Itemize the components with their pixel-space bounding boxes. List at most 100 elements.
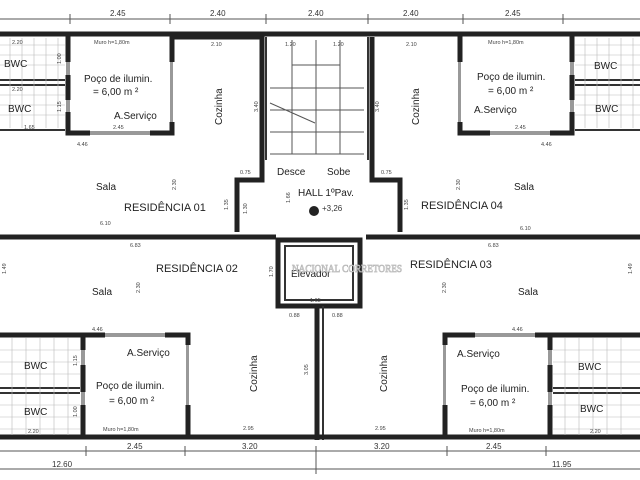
dim-label: 2.40 <box>308 9 324 18</box>
room-label-cozinha: Cozinha <box>379 355 390 392</box>
dim-label: 1.15 <box>57 101 63 112</box>
dim-label: 2.45 <box>505 9 521 18</box>
dim-label: 1.20 <box>333 42 344 48</box>
dim-label: 2.20 <box>28 429 39 435</box>
stair-up-label: Sobe <box>327 167 351 178</box>
room-label-servico: A.Serviço <box>474 105 517 116</box>
residence-name: RESIDÊNCIA 02 <box>156 262 238 275</box>
walls <box>0 31 640 440</box>
dim-label: 3.20 <box>242 442 258 451</box>
room-label-bwc: BWC <box>580 404 603 415</box>
rotated-dimensions: 2.30 2.30 2.30 2.30 3.40 3.40 1.35 1.35 … <box>2 53 634 417</box>
dim-label: 2.10 <box>406 42 417 48</box>
room-label-cozinha: Cozinha <box>214 88 225 125</box>
dim-label: 3.40 <box>254 101 260 112</box>
residence-02: RESIDÊNCIA 02 Sala A.Serviço Poço de ilu… <box>24 262 260 433</box>
dim-label: 2.95 <box>243 426 254 432</box>
dim-label: 1.35 <box>404 199 410 210</box>
dim-label: 1.49 <box>628 263 634 274</box>
residence-name: RESIDÊNCIA 01 <box>124 201 206 214</box>
dim-label: 2.95 <box>375 426 386 432</box>
dim-label: 0.75 <box>240 170 251 176</box>
dim-label: 2.30 <box>442 282 448 293</box>
dim-label: 1.20 <box>285 42 296 48</box>
dim-label: 2.10 <box>211 42 222 48</box>
room-area: = 6,00 m ² <box>488 86 534 97</box>
total-dim-left: 12.60 <box>52 460 73 469</box>
dim-label: 2.30 <box>172 179 178 190</box>
level-marker-icon <box>309 206 319 216</box>
dim-label: 1.49 <box>2 263 8 274</box>
room-label-bwc: BWC <box>4 59 27 70</box>
room-label-servico: A.Serviço <box>114 111 157 122</box>
small-dimensions: 2.20 2.20 1.65 2.45 4.46 2.10 1.20 1.20 … <box>12 40 601 435</box>
dim-label: 2.45 <box>515 125 526 131</box>
dim-label: 6.10 <box>520 226 531 232</box>
bathroom-tiles <box>0 38 640 435</box>
dim-label: 1.65 <box>24 125 35 131</box>
room-label-cozinha: Cozinha <box>249 355 260 392</box>
dim-label: 1.15 <box>73 355 79 366</box>
room-label-poco: Poço de ilumin. <box>84 74 152 85</box>
room-label-bwc: BWC <box>24 407 47 418</box>
dim-label: 0.75 <box>381 170 392 176</box>
wall-note: Muro h=1,80m <box>94 40 130 46</box>
dim-label: 4.46 <box>92 327 103 333</box>
dim-label: 4.46 <box>512 327 523 333</box>
dim-label: 2.30 <box>136 282 142 293</box>
dim-label: 2.45 <box>127 442 143 451</box>
residence-name: RESIDÊNCIA 04 <box>421 199 503 212</box>
room-label-bwc: BWC <box>24 361 47 372</box>
dim-label: 1.70 <box>269 266 275 277</box>
dim-label: 2.45 <box>486 442 502 451</box>
room-label-poco: Poço de ilumin. <box>461 384 529 395</box>
dim-label: 2.20 <box>12 40 23 46</box>
room-area: = 6,00 m ² <box>93 87 139 98</box>
dim-label: 0.88 <box>289 313 300 319</box>
hall: Desce Sobe HALL 1ºPav. +3,26 Elevador <box>277 167 354 280</box>
dim-label: 1.65 <box>310 298 321 304</box>
room-label-servico: A.Serviço <box>127 348 170 359</box>
wall-note: Muro h=1,80m <box>469 428 505 434</box>
room-label-poco: Poço de ilumin. <box>477 72 545 83</box>
dim-label: 0.88 <box>332 313 343 319</box>
total-dim-right: 11.95 <box>552 460 572 469</box>
dim-label: 6.83 <box>130 243 141 249</box>
dim-label: 1.35 <box>224 199 230 210</box>
residence-04: BWC BWC Muro h=1,80m Poço de ilumin. = 6… <box>411 40 618 212</box>
dim-label: 3.05 <box>304 364 310 375</box>
room-label-poco: Poço de ilumin. <box>96 381 164 392</box>
room-label-bwc: BWC <box>595 104 618 115</box>
dim-label: 1.30 <box>243 203 249 214</box>
room-area: = 6,00 m ² <box>470 398 516 409</box>
room-label-sala: Sala <box>518 287 538 298</box>
room-label-sala: Sala <box>96 182 116 193</box>
dim-label: 1.00 <box>73 406 79 417</box>
room-area: = 6,00 m ² <box>109 396 155 407</box>
dim-label: 3.40 <box>375 101 381 112</box>
dim-label: 3.20 <box>374 442 390 451</box>
residence-name: RESIDÊNCIA 03 <box>410 258 492 271</box>
bottom-dimension-line: 2.45 3.20 3.20 2.45 12.60 11.95 <box>0 442 640 474</box>
wall-note: Muro h=1,80m <box>103 427 139 433</box>
dim-label: 2.20 <box>590 429 601 435</box>
room-label-sala: Sala <box>92 287 112 298</box>
dim-label: 1.00 <box>57 53 63 64</box>
dim-label: 2.45 <box>113 125 124 131</box>
watermark: NACIONAL CORRETORES <box>292 263 402 275</box>
dim-label: 6.10 <box>100 221 111 227</box>
level-label: +3,26 <box>322 204 343 213</box>
room-label-servico: A.Serviço <box>457 349 500 360</box>
dim-label: 2.20 <box>12 87 23 93</box>
stair-down-label: Desce <box>277 167 306 178</box>
dim-label: 2.45 <box>110 9 126 18</box>
room-label-cozinha: Cozinha <box>411 88 422 125</box>
dim-label: 2.40 <box>403 9 419 18</box>
dim-label: 4.46 <box>541 142 552 148</box>
dim-label: 4.46 <box>77 142 88 148</box>
room-label-sala: Sala <box>514 182 534 193</box>
residence-03: RESIDÊNCIA 03 Sala A.Serviço Poço de ilu… <box>379 258 603 434</box>
top-dimension-line: 2.45 2.40 2.40 2.40 2.45 <box>0 9 640 24</box>
wall-note: Muro h=1,80m <box>488 40 524 46</box>
